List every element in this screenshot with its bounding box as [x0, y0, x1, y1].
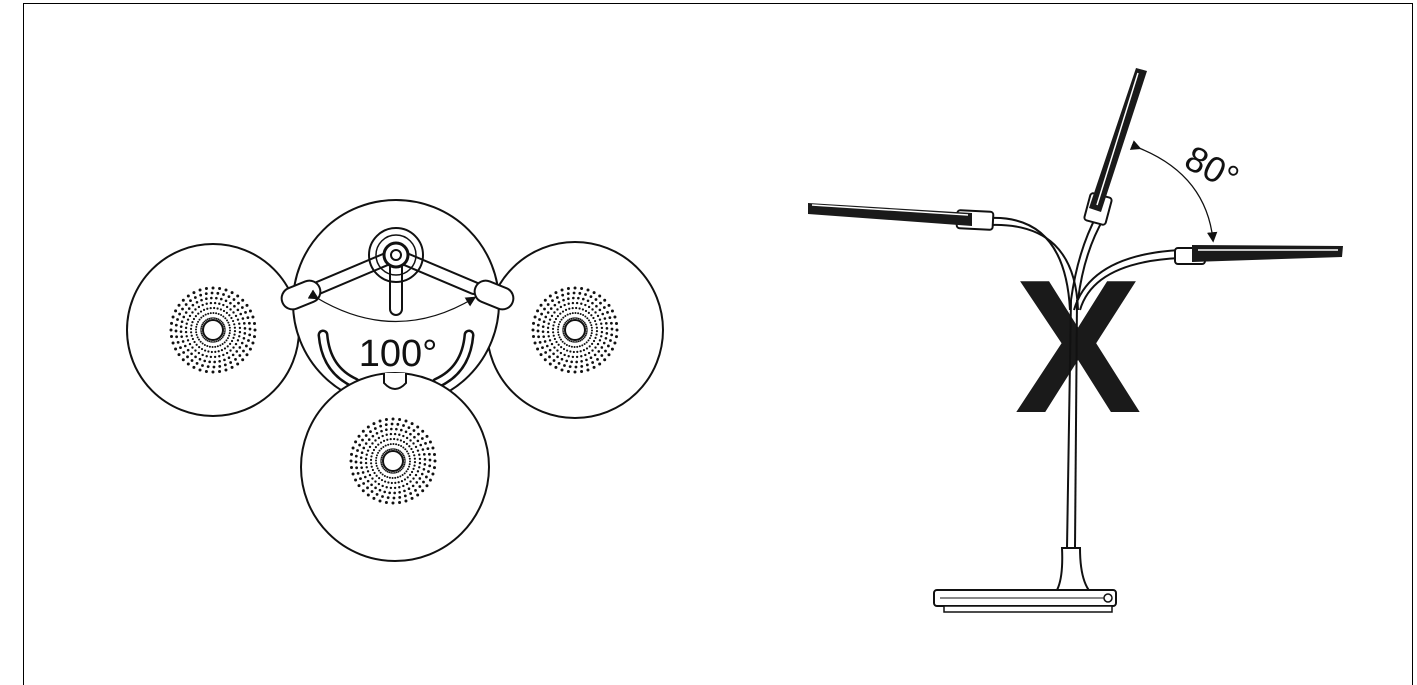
angle-label-80: 80° [1178, 137, 1245, 199]
base-circle-bottom [300, 372, 490, 562]
speaker-grille-icon [349, 417, 437, 505]
angle-arrow-icon [1129, 140, 1218, 243]
lamp-head-right [1174, 245, 1343, 265]
angle-arrow-icon [307, 289, 477, 323]
lamp-base [933, 547, 1117, 613]
cross-mark-icon: X [1015, 241, 1142, 453]
base-circle-top: 100° [280, 199, 515, 407]
base-circle-left [126, 243, 300, 417]
angle-label-100: 100° [359, 333, 438, 375]
top-view: 100° [126, 199, 664, 562]
lamp-head-left [808, 203, 995, 231]
lamp-head-upright [1083, 68, 1147, 226]
speaker-grille-icon [169, 286, 257, 374]
page-frame [23, 3, 1413, 685]
speaker-grille-icon [531, 286, 619, 374]
base-circle-right [486, 241, 664, 419]
side-view: X [808, 68, 1343, 613]
